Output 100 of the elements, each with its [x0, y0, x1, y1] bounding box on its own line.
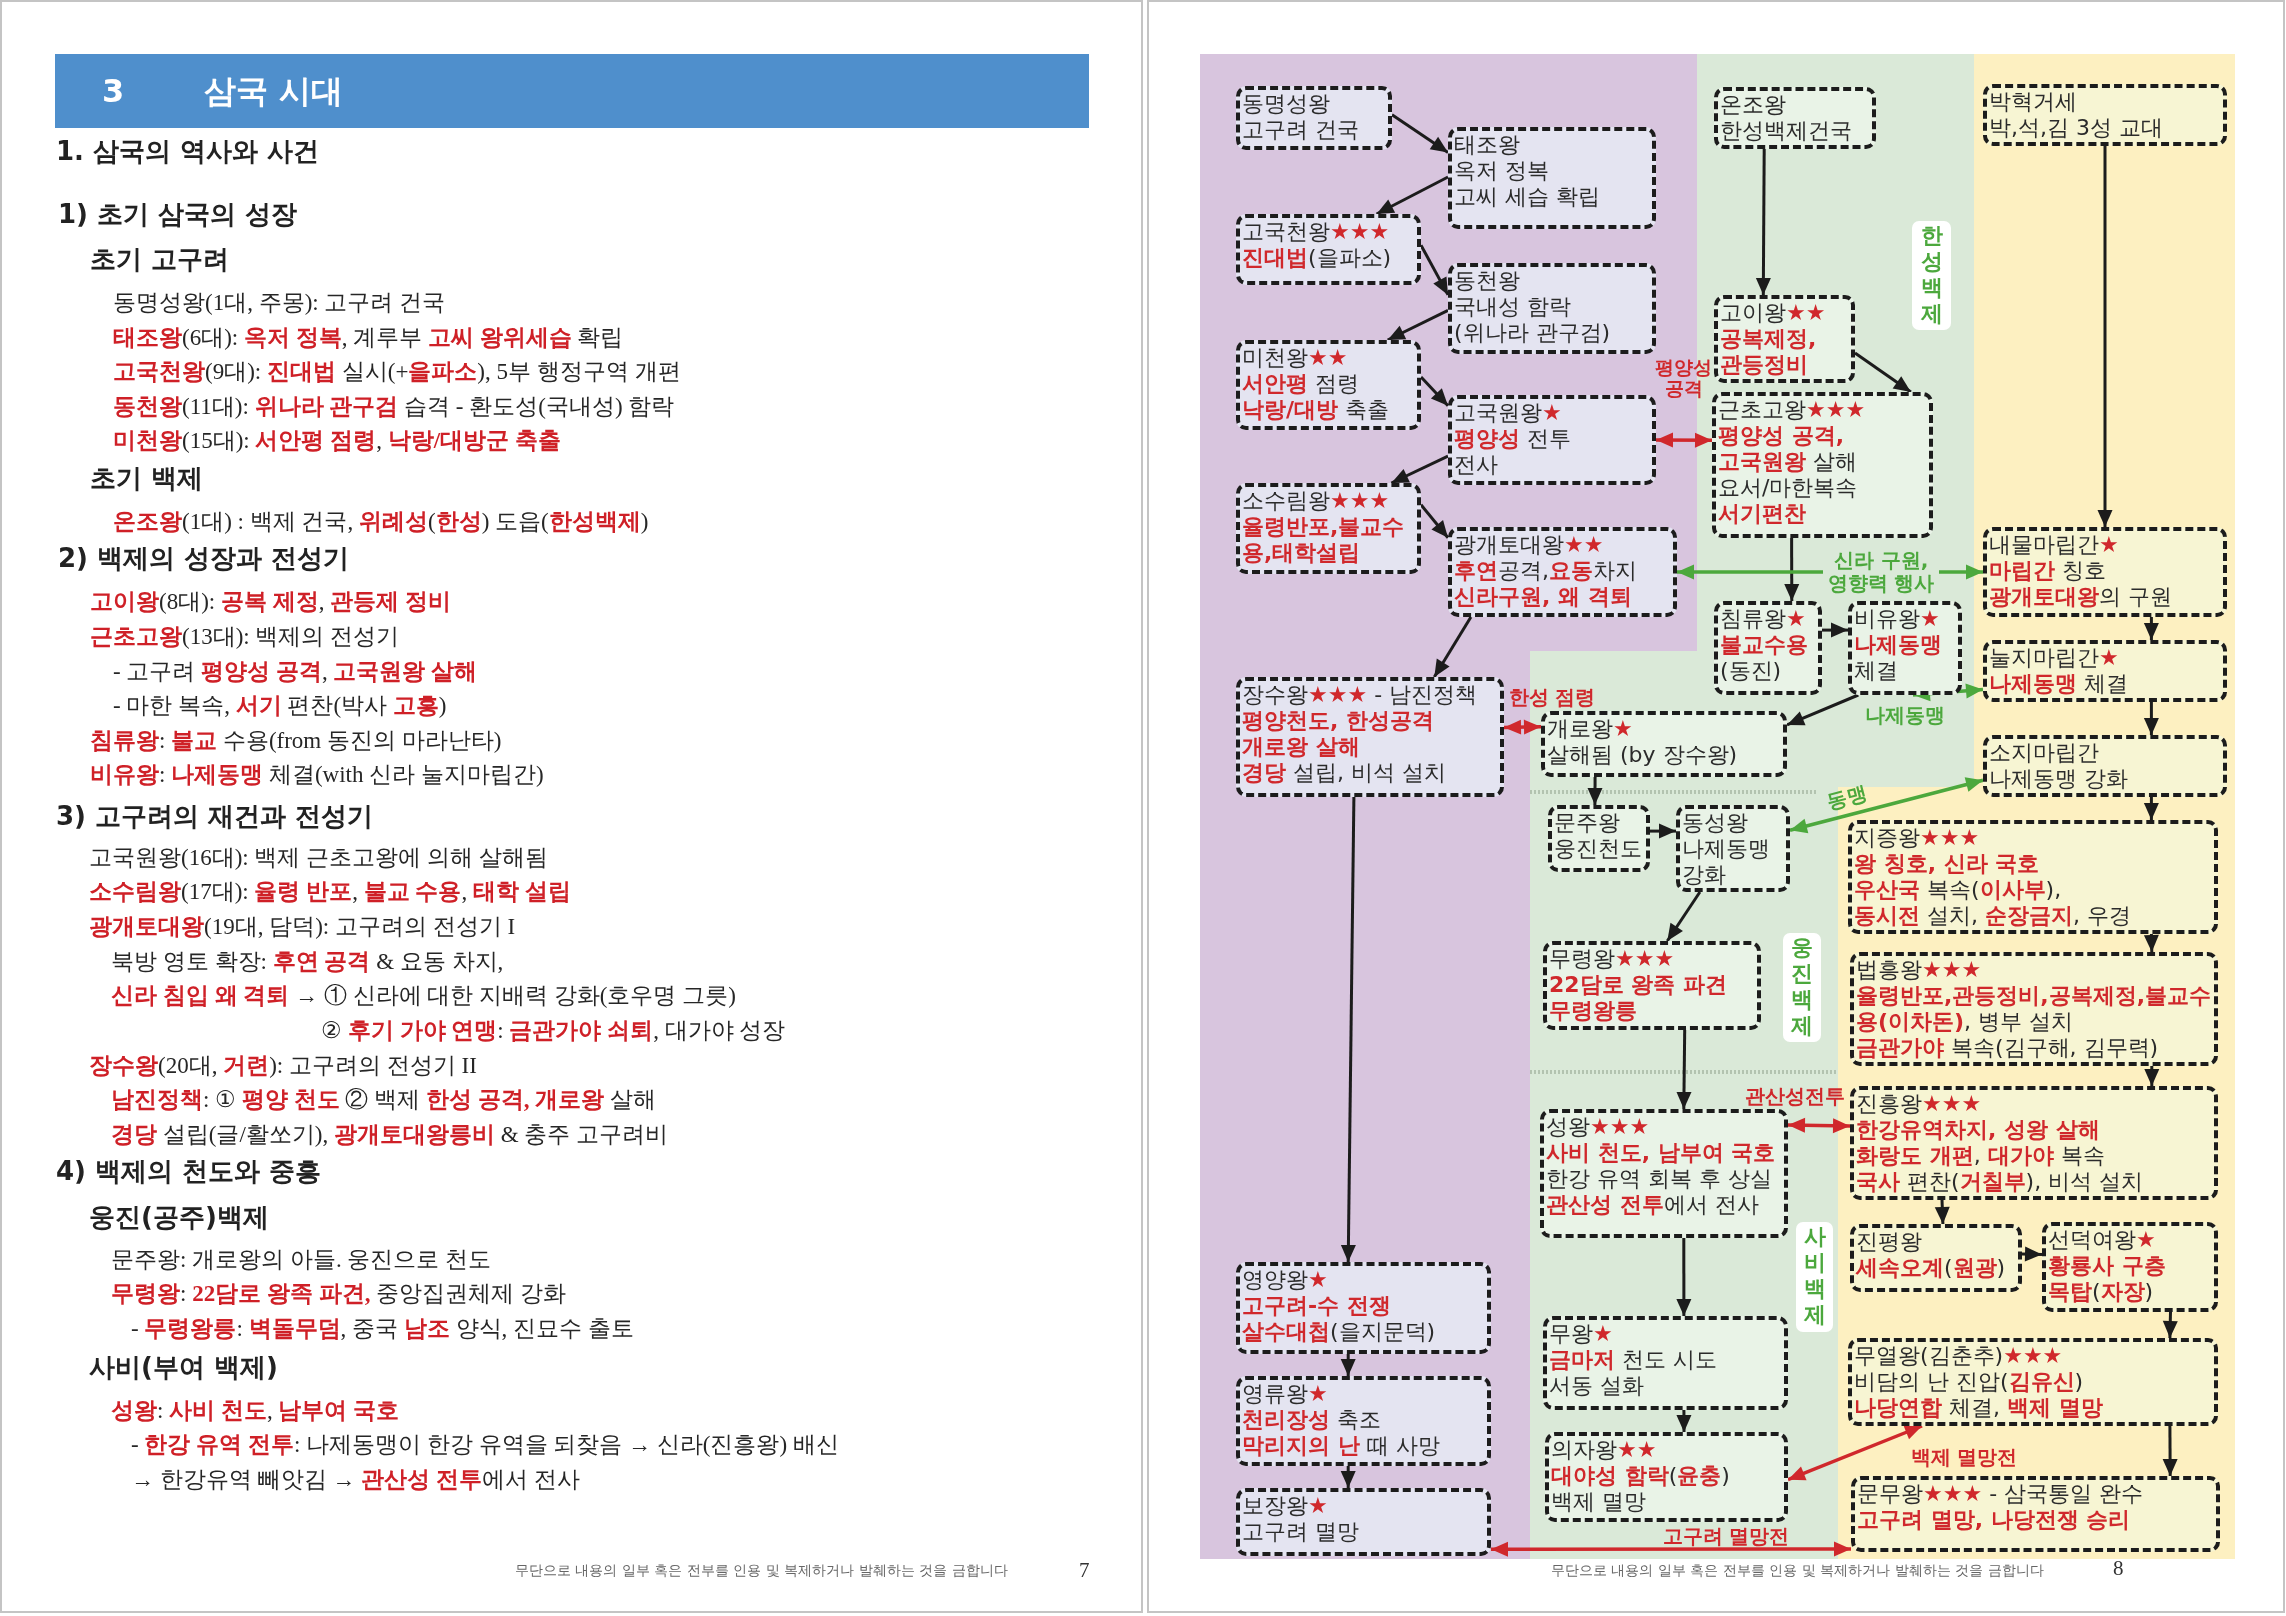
section-heading: 2) 백제의 성장과 전성기 [58, 542, 350, 575]
body-text: 장수왕(20대, 거련): 고구려의 전성기 II [89, 1052, 477, 1080]
timeline-box [1850, 1086, 2218, 1200]
era-label: 한성백제 [1919, 223, 1944, 327]
label-tile [1796, 1222, 1833, 1332]
event-text: 고구려 멸망 [1242, 1519, 1359, 1545]
page-title: 삼국 시대 [204, 71, 344, 111]
king-name: 소지마립간 [1989, 740, 2099, 766]
arrow [1676, 1410, 1692, 1432]
timeline-box [1983, 735, 2227, 797]
event-text: 체결 [1854, 658, 1898, 684]
king-name: 진평왕 [1856, 1229, 1922, 1255]
event-text: 낙랑/대방 축출 [1242, 397, 1390, 423]
arrow [1419, 375, 1450, 407]
king-name: 고이왕★★ [1720, 300, 1826, 326]
event-text: 막리지의 난 때 사망 [1242, 1433, 1440, 1459]
arrow [2021, 1246, 2043, 1262]
body-text: 경당 설립(글/활쏘기), 광개토대왕릉비 & 충주 고구려비 [111, 1121, 669, 1149]
event-text: 고구려 멸망, 나당전쟁 승리 [1857, 1507, 2131, 1533]
event-text: 한성백제건국 [1720, 118, 1852, 144]
body-text: 고국원왕(16대): 백제 근초고왕에 의해 살해됨 [89, 844, 548, 872]
king-name: 문주왕 [1554, 810, 1620, 836]
king-name: 광개토대왕★★ [1454, 532, 1604, 558]
king-name: 온조왕 [1720, 92, 1786, 118]
arrow [1387, 308, 1449, 342]
event-text: 비담의 난 진압(김유신) [1854, 1369, 2084, 1395]
edge-label: 한성 점령 [1508, 685, 1596, 709]
body-text: 광개토대왕(19대, 담덕): 고구려의 전성기 I [89, 913, 516, 941]
king-name: 선덕여왕★ [2048, 1227, 2156, 1253]
event-text: 고구려-수 전쟁 [1242, 1293, 1391, 1319]
double-arrow [1656, 432, 1712, 448]
body-text: 온조왕(1대) : 백제 건국, 위례성(한성) 도읍(한성백제) [113, 508, 649, 536]
event-text: 사비 천도, 남부여 국호 [1546, 1140, 1776, 1166]
timeline-box [1850, 1224, 2022, 1292]
king-name: 고국천왕★★★ [1242, 219, 1390, 245]
section-heading: 1) 초기 삼국의 성장 [58, 198, 298, 231]
arrow [2143, 702, 2159, 735]
timeline-box [1543, 941, 1761, 1030]
edge-label: 평양성 공격 [1654, 357, 1714, 399]
double-arrow [1491, 1541, 1851, 1557]
timeline-box [1236, 677, 1504, 797]
body-text: 북방 영토 확장: 후연 공격 & 요동 차지, [111, 948, 504, 976]
edge-label: 신라 구원, 영향력 행사 [1823, 549, 1939, 595]
event-text: (동진) [1720, 658, 1782, 684]
arrow [1587, 777, 1603, 805]
event-text: 황룡사 구층 [2048, 1253, 2166, 1279]
body-text: 고국천왕(9대): 진대법 실시(+을파소), 5부 행정구역 개편 [113, 358, 681, 386]
double-arrow [1787, 1424, 1923, 1482]
event-text: 서기편찬 [1718, 501, 1806, 527]
body-text: 침류왕: 불교 수용(from 동진의 마라난타) [90, 727, 502, 755]
event-text: 나제동맹 체결 [1989, 671, 2128, 697]
king-name: 개로왕★ [1547, 716, 1633, 742]
arrow [1340, 1354, 1356, 1376]
event-text: 후연공격,요동차지 [1454, 558, 1637, 584]
section-heading: 사비(부여 백제) [89, 1351, 278, 1384]
body-text: 비유왕: 나제동맹 체결(with 신라 눌지마립간) [90, 761, 544, 789]
timeline-box [1714, 87, 1876, 149]
event-text: 요서/마한복속 [1718, 475, 1858, 501]
timeline-box [2042, 1222, 2218, 1312]
event-text: 살수대첩(을지문덕) [1242, 1319, 1436, 1345]
section-heading: 초기 고구려 [90, 243, 230, 276]
king-name: 무왕★ [1549, 1321, 1613, 1347]
arrow [1854, 351, 1912, 394]
king-name: 침류왕★ [1720, 606, 1806, 632]
timeline-box [1848, 820, 2218, 934]
timeline-box [1543, 1316, 1788, 1410]
event-text: 강화 [1682, 862, 1726, 888]
event-text: 고씨 세습 확립 [1454, 184, 1600, 210]
event-text: 무령왕릉 [1549, 998, 1637, 1024]
king-name: 문무왕★★★ - 삼국통일 완수 [1857, 1481, 2144, 1507]
event-text: 공복제정, [1720, 326, 1817, 352]
arrow [1419, 244, 1450, 296]
edge-label: 고구려 멸망전 [1662, 1526, 1790, 1546]
timeline-box [1236, 1262, 1491, 1354]
edge-label: 관산성전투 [1745, 1084, 1845, 1108]
timeline-box [1448, 263, 1656, 354]
king-name: 성왕★★★ [1546, 1114, 1650, 1140]
timeline-box [1714, 601, 1822, 695]
double-arrow [1503, 719, 1542, 735]
edge-label: 동맹 [1824, 781, 1870, 815]
era-label: 사비백제 [1802, 1224, 1827, 1328]
chapter-number: 3 [102, 71, 125, 111]
event-text: 고구려 건국 [1242, 117, 1359, 143]
timeline-box [1448, 395, 1656, 485]
timeline-box [1545, 1432, 1788, 1522]
event-text: 우산국 복속(이사부), [1854, 877, 2062, 903]
event-text: 경당 설립, 비석 설치 [1242, 760, 1446, 786]
body-text: 소수림왕(17대): 율령 반포, 불교 수용, 태학 설립 [89, 878, 571, 906]
body-text: - 무령왕릉: 벽돌무덤, 중국 남조 양식, 진묘수 출토 [131, 1315, 634, 1343]
timeline-box [1851, 1476, 2220, 1552]
event-text: 고국원왕 살해 [1718, 449, 1857, 475]
event-text: 관등정비 [1720, 352, 1808, 378]
event-text: 금마저 천도 시도 [1549, 1347, 1717, 1373]
arrow [2143, 797, 2159, 820]
arrow [1676, 1030, 1692, 1109]
timeline-box [1983, 84, 2227, 146]
event-text: 한강 유역 회복 후 상실 [1546, 1166, 1772, 1192]
arrow [1340, 1466, 1356, 1488]
body-text: 고이왕(8대): 공복 제정, 관등제 정비 [90, 588, 451, 616]
body-text: 성왕: 사비 천도, 남부여 국호 [111, 1397, 400, 1425]
